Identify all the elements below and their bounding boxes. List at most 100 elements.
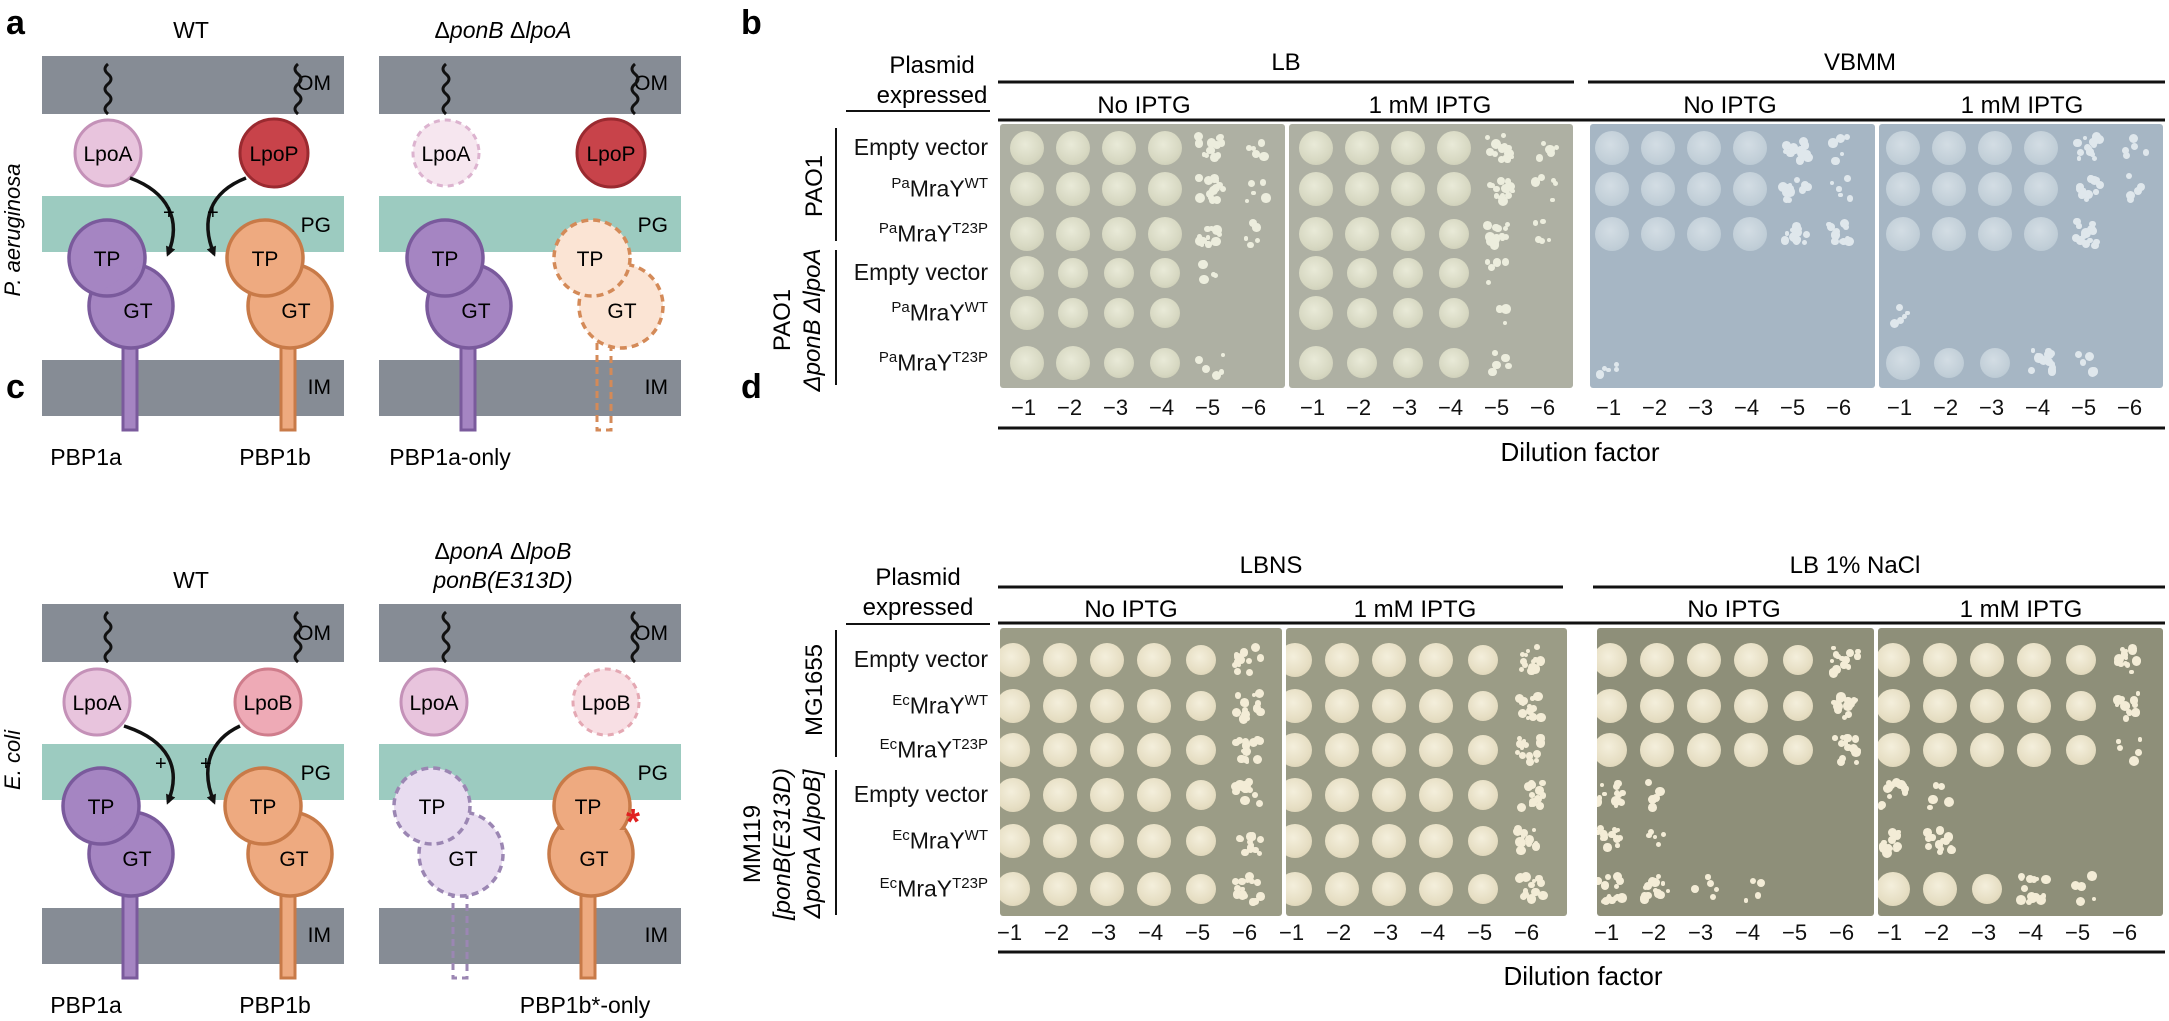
colony-spot bbox=[1595, 131, 1629, 165]
colony-dot bbox=[1841, 714, 1848, 721]
colony-dot bbox=[1530, 177, 1541, 187]
dilution-tick-label: −4 bbox=[1735, 920, 1761, 945]
colony-dot bbox=[1241, 892, 1249, 900]
lpoa-activator bbox=[399, 667, 469, 737]
colony-dot bbox=[1833, 227, 1841, 236]
colony-spot bbox=[1886, 346, 1920, 380]
colony-dot bbox=[1252, 898, 1259, 905]
pg-label: PG bbox=[638, 214, 668, 237]
colony-dot bbox=[1539, 662, 1544, 667]
colony-dot bbox=[2077, 882, 2086, 891]
colony-dot bbox=[1241, 741, 1251, 751]
colony-spot bbox=[2066, 645, 2096, 675]
colony-dot bbox=[1500, 133, 1506, 139]
colony-dot bbox=[1199, 242, 1205, 247]
colony-dot bbox=[1834, 699, 1842, 707]
domain-join bbox=[438, 266, 478, 293]
colony-dot bbox=[1615, 843, 1620, 848]
colony-spot bbox=[1391, 131, 1425, 165]
colony-spot bbox=[1286, 872, 1312, 906]
colony-dot bbox=[1208, 147, 1216, 154]
colony-dot bbox=[1202, 260, 1207, 265]
colony-dot bbox=[1245, 778, 1254, 787]
colony-dot bbox=[2087, 237, 2093, 244]
colony-spot bbox=[1419, 872, 1453, 906]
colony-dot bbox=[1241, 783, 1251, 794]
colony-spot bbox=[1137, 689, 1171, 723]
colony-spot bbox=[1733, 172, 1767, 206]
colony-dot bbox=[1524, 652, 1529, 657]
gt-label: GT bbox=[281, 300, 310, 323]
colony-dot bbox=[1535, 786, 1544, 795]
dilution-tick-label: −3 bbox=[1103, 395, 1129, 420]
colony-dot bbox=[1706, 880, 1715, 888]
colony-spot bbox=[2066, 735, 2096, 765]
colony-spot bbox=[1886, 172, 1920, 206]
colony-dot bbox=[1843, 224, 1849, 230]
colony-spot bbox=[1687, 689, 1721, 723]
colony-spot bbox=[1010, 131, 1044, 165]
colony-dot bbox=[1854, 759, 1860, 765]
outer-membrane bbox=[42, 604, 344, 662]
condition-header: 1 mM IPTG bbox=[1960, 596, 2083, 623]
colony-spot bbox=[1325, 872, 1359, 906]
colony-dot bbox=[1217, 138, 1226, 147]
dilution-tick-label: −4 bbox=[2018, 920, 2044, 945]
colony-dot bbox=[1492, 360, 1501, 370]
om-label: OM bbox=[297, 622, 331, 645]
colony-spot bbox=[1186, 645, 1216, 675]
colony-dot bbox=[1520, 712, 1526, 718]
colony-spot bbox=[1347, 258, 1377, 288]
condition-header: No IPTG bbox=[1084, 596, 1177, 623]
colony-dot bbox=[1530, 696, 1535, 701]
colony-dot bbox=[1615, 798, 1623, 806]
colony-dot bbox=[1523, 741, 1530, 748]
colony-dot bbox=[2090, 142, 2097, 149]
colony-dot bbox=[1204, 175, 1214, 186]
colony-dot bbox=[2086, 224, 2096, 235]
colony-dot bbox=[1538, 890, 1548, 900]
colony-dot bbox=[1241, 737, 1250, 745]
colony-spot bbox=[1734, 733, 1768, 767]
colony-dot bbox=[1194, 355, 1204, 364]
colony-dot bbox=[1220, 185, 1227, 192]
colony-spot bbox=[1345, 172, 1379, 206]
colony-dot bbox=[1842, 740, 1849, 746]
inner-membrane bbox=[42, 360, 344, 416]
colony-dot bbox=[1936, 848, 1943, 855]
colony-dot bbox=[1828, 138, 1838, 148]
colony-dot bbox=[1245, 669, 1253, 677]
dilution-tick-label: −3 bbox=[1373, 920, 1399, 945]
colony-spot bbox=[1043, 733, 1077, 767]
colony-dot bbox=[1532, 220, 1539, 226]
colony-dot bbox=[1535, 235, 1543, 243]
colony-dot bbox=[1803, 182, 1812, 192]
colony-dot bbox=[1233, 658, 1240, 665]
colony-dot bbox=[1504, 156, 1511, 163]
colony-spot bbox=[1923, 872, 1957, 906]
colony-dot bbox=[1792, 148, 1798, 155]
colony-spot bbox=[1299, 217, 1333, 251]
row-label: EcMraYWT bbox=[892, 692, 988, 719]
colony-dot bbox=[1615, 877, 1624, 886]
colony-spot bbox=[1372, 872, 1406, 906]
lpoa-activator bbox=[73, 118, 143, 188]
media-header-lb: LB bbox=[1271, 49, 1300, 76]
colony-dot bbox=[1889, 319, 1899, 329]
colony-dot bbox=[2119, 701, 2130, 712]
colony-dot bbox=[1830, 237, 1837, 245]
plate-b-vbmm-iptg bbox=[1879, 124, 2163, 388]
colony-spot bbox=[1437, 131, 1471, 165]
colony-dot bbox=[2130, 143, 2138, 151]
colony-spot bbox=[1783, 691, 1813, 721]
colony-dot bbox=[1526, 894, 1536, 904]
lipid-anchor-icon bbox=[441, 62, 451, 116]
colony-dot bbox=[1525, 706, 1534, 715]
colony-dot bbox=[1493, 235, 1501, 243]
panel-c-left-title: WT bbox=[173, 567, 209, 593]
colony-dot bbox=[1494, 224, 1502, 233]
species-label-c: E. coli bbox=[0, 729, 25, 790]
colony-dot bbox=[1797, 148, 1808, 158]
colony-dot bbox=[1793, 176, 1801, 184]
